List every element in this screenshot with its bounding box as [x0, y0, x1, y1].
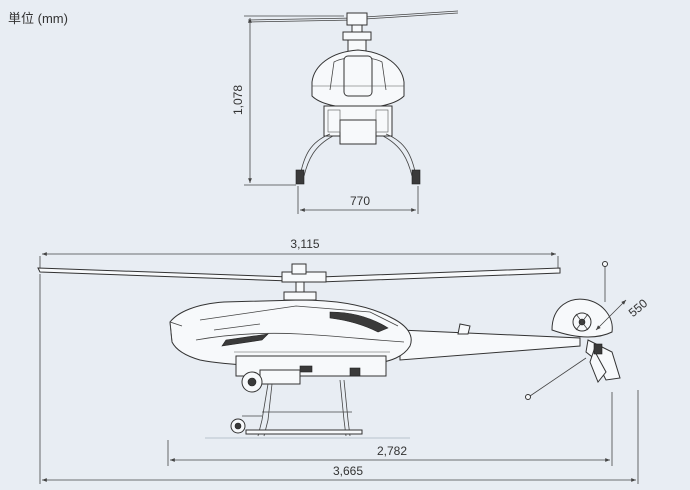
front-width-label: 770 [350, 194, 370, 208]
side-view: 3,115 [37, 237, 621, 439]
rotor-diameter-dimension: 3,115 [39, 237, 559, 272]
front-width-dimension: 770 [297, 186, 419, 214]
overall-length-label: 3,665 [333, 464, 363, 478]
overall-length-dimension: 3,665 [39, 274, 639, 484]
front-height-label: 1,078 [231, 85, 245, 115]
front-view [247, 10, 459, 185]
rotor-diameter-label: 3,115 [290, 237, 319, 251]
skid-length-label: 2,782 [377, 444, 407, 458]
tail-rotor-label: 550 [626, 296, 651, 320]
front-height-dimension: 1,078 [231, 15, 344, 186]
skid-length-dimension: 2,782 [167, 392, 613, 466]
unit-label: 単位 (mm) [8, 11, 68, 26]
